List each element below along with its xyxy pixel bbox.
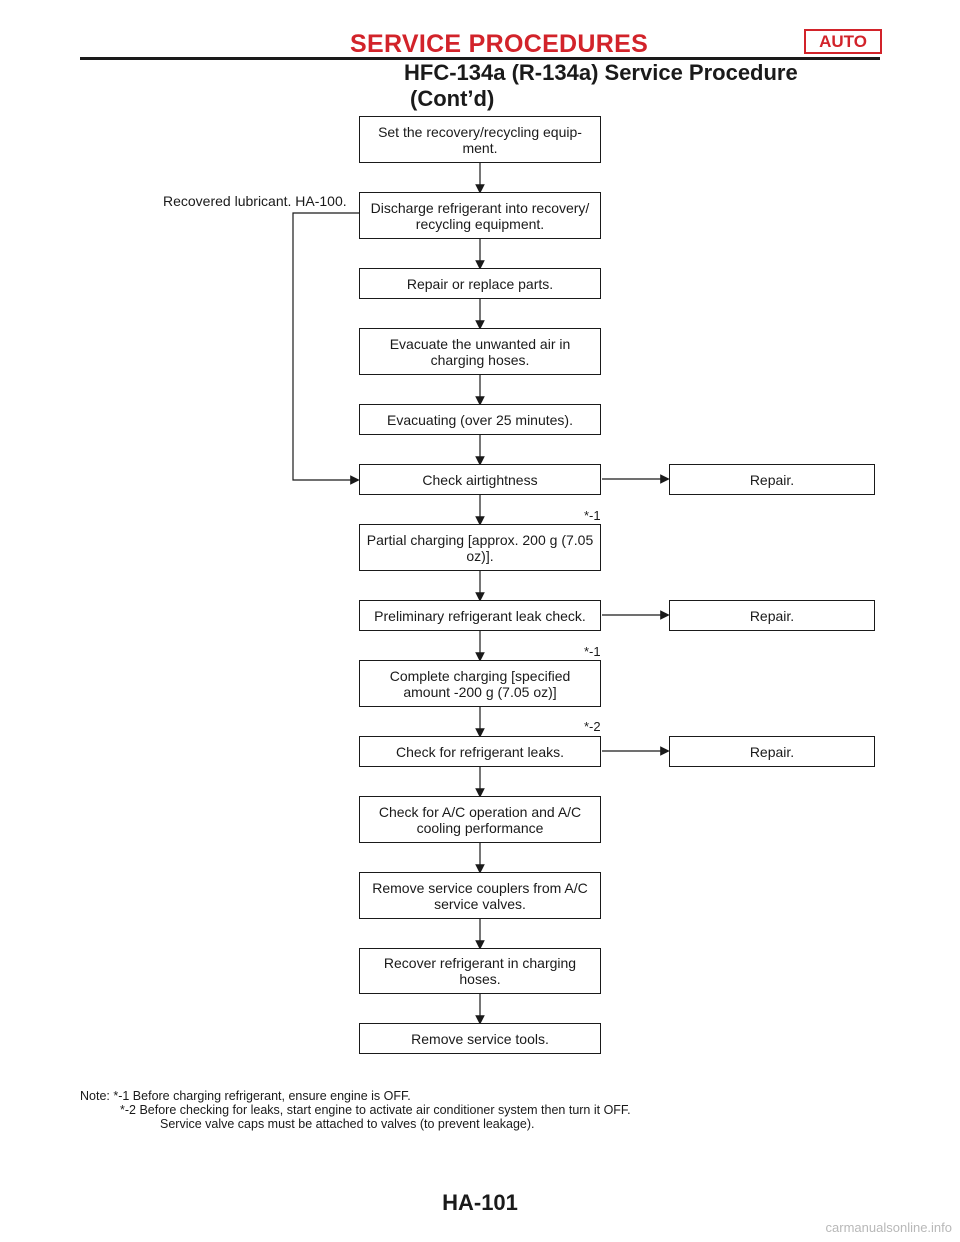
step-remove-couplers: Remove service couplers from A/C service…: [359, 872, 601, 919]
star-note-1b: *-1: [584, 644, 601, 659]
section-title: SERVICE PROCEDURES: [350, 30, 649, 58]
auto-badge: AUTO: [804, 29, 882, 54]
header-rule: [80, 57, 880, 60]
repair-box-preliminary: Repair.: [669, 600, 875, 631]
step-complete-charging: Complete charging [specified amount -200…: [359, 660, 601, 707]
step-repair-parts: Repair or replace parts.: [359, 268, 601, 299]
page-number: HA-101: [442, 1190, 518, 1215]
step-check-airtightness: Check airtightness: [359, 464, 601, 495]
step-evacuate-air: Evacuate the unwanted air in charging ho…: [359, 328, 601, 375]
page-title-line2: (Cont’d): [410, 86, 495, 111]
step-recover-refrigerant: Recover refrigerant in charging hoses.: [359, 948, 601, 994]
repair-box-leaks: Repair.: [669, 736, 875, 767]
step-check-ac-operation: Check for A/C operation and A/C cooling …: [359, 796, 601, 843]
page-title: HFC-134a (R-134a) Service Procedure (Con…: [404, 60, 798, 112]
step-check-leaks: Check for refrigerant leaks.: [359, 736, 601, 767]
recovered-lubricant-label: Recovered lubricant. HA-100.: [163, 193, 347, 209]
star-note-1a: *-1: [584, 508, 601, 523]
step-discharge-refrigerant: Discharge refrigerant into recovery/ rec…: [359, 192, 601, 239]
note-line-1: Note: *-1 Before charging refrigerant, e…: [80, 1089, 411, 1103]
step-remove-tools: Remove service tools.: [359, 1023, 601, 1054]
step-partial-charging: Partial charging [approx. 200 g (7.05 oz…: [359, 524, 601, 571]
note-line-3: Service valve caps must be attached to v…: [160, 1117, 535, 1131]
star-note-2: *-2: [584, 719, 601, 734]
step-set-equipment: Set the recovery/recycling equip-ment.: [359, 116, 601, 163]
footnotes: Note: *-1 Before charging refrigerant, e…: [80, 1089, 631, 1131]
step-evacuating: Evacuating (over 25 minutes).: [359, 404, 601, 435]
repair-box-airtightness: Repair.: [669, 464, 875, 495]
note-line-2: *-2 Before checking for leaks, start eng…: [120, 1103, 631, 1117]
watermark: carmanualsonline.info: [825, 1220, 952, 1235]
step-preliminary-leak-check: Preliminary refrigerant leak check.: [359, 600, 601, 631]
page-title-line1: HFC-134a (R-134a) Service Procedure: [404, 60, 798, 85]
